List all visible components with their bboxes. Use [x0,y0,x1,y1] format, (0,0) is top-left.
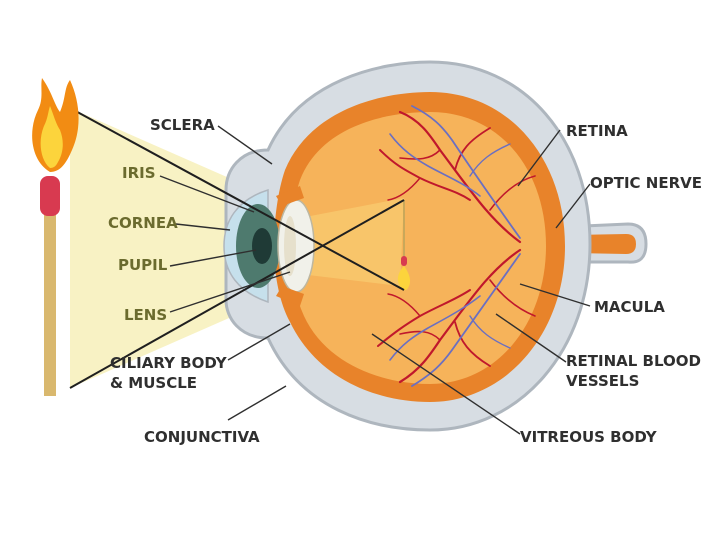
focused-light [300,198,404,286]
label-ciliary-2: & MUSCLE [110,374,197,392]
label-conjunctiva: CONJUNCTIVA [144,428,260,446]
retinal-image-flame [397,266,411,291]
label-vitreous: VITREOUS BODY [520,428,658,446]
retinal-blood-vessels [377,110,536,384]
label-retinal-2: VESSELS [566,372,639,390]
vitreous-body [290,112,546,384]
label-macula: MACULA [594,298,665,316]
ciliary-body-top [276,186,304,206]
match-head [40,176,60,216]
label-sclera: SCLERA [150,116,215,134]
retinal-veins [389,105,521,387]
light-cone [70,108,270,388]
label-lens: LENS [124,306,167,324]
retinal-image-head [401,256,407,266]
label-ciliary-1: CILIARY BODY [110,354,228,372]
label-cornea: CORNEA [108,214,178,232]
label-optic-nerve: OPTIC NERVE [590,174,702,192]
label-iris: IRIS [122,164,156,182]
leader-lines [159,125,591,435]
light-ray-upper [69,107,405,291]
label-pupil: PUPIL [118,256,168,274]
lens-highlight [284,216,296,276]
ciliary-body-bottom [276,286,304,306]
label-retina: RETINA [566,122,628,140]
light-ray-lower [69,199,405,389]
pupil [252,228,272,264]
match-flame-inner [40,106,63,168]
match-stick [44,190,56,396]
label-retinal-1: RETINAL BLOOD [566,352,701,370]
